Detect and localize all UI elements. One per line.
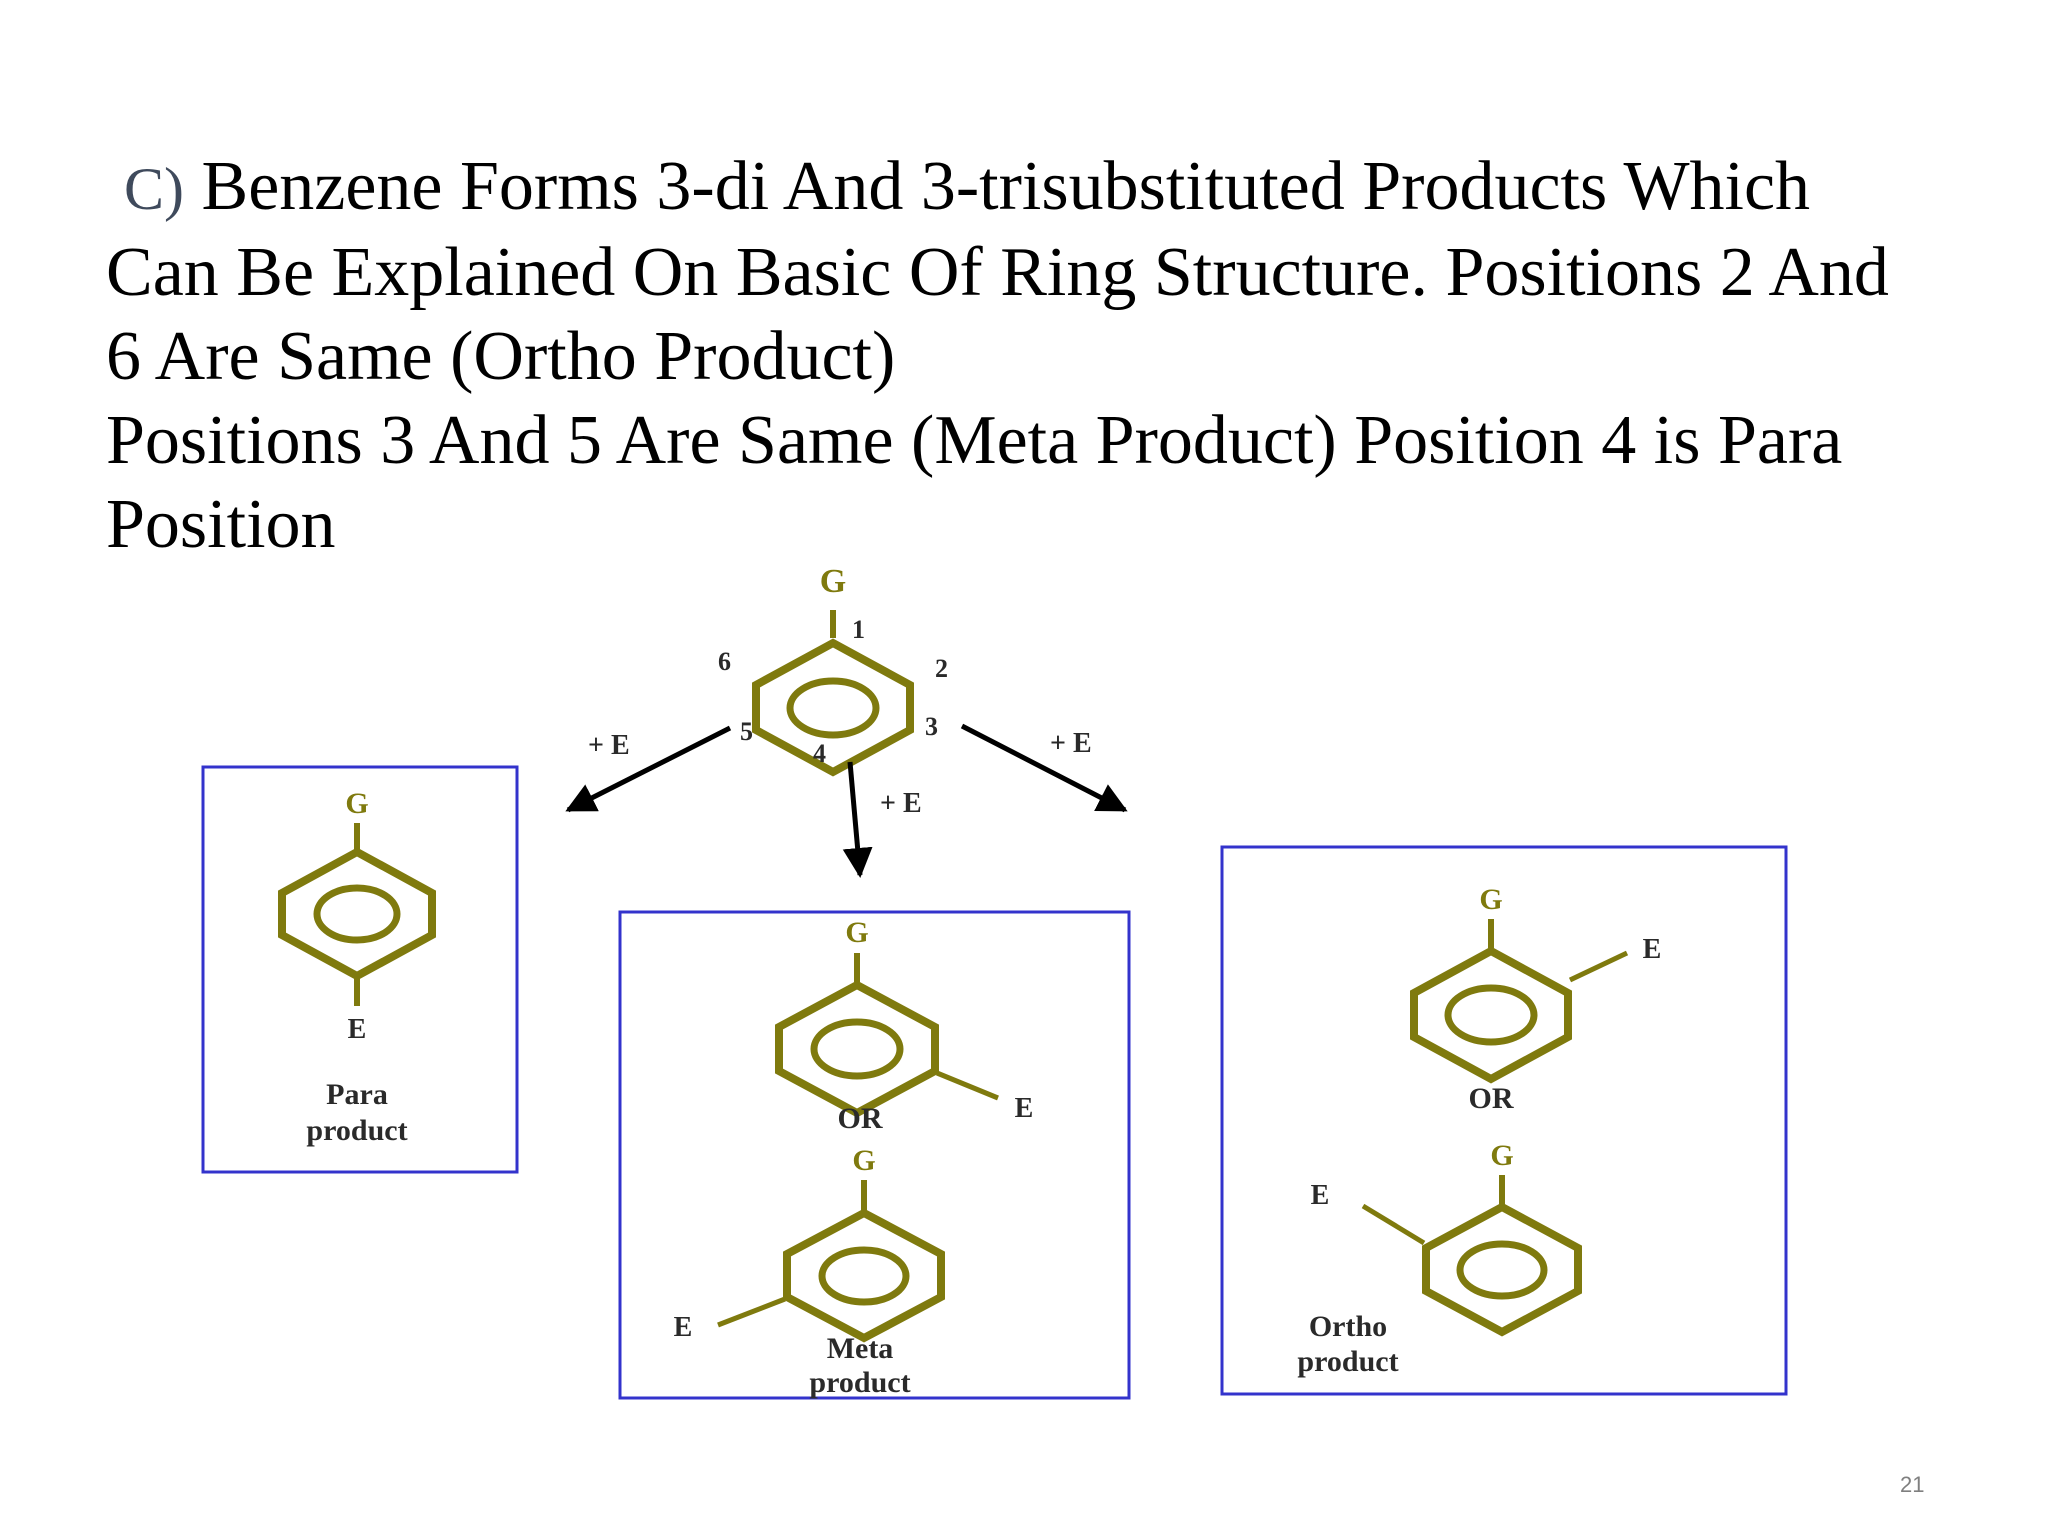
text-line-1-content: Benzene Forms 3-di And 3-trisubstituted … (201, 148, 1811, 225)
reactant-structure: G 1 2 3 4 5 6 (718, 563, 948, 777)
para-box-frame (201, 765, 519, 1174)
ortho-bottom-bond-e (1361, 1203, 1426, 1246)
ortho-top-bond-e (1568, 950, 1629, 983)
para-group-label: G (345, 787, 368, 820)
position-2-label: 2 (935, 654, 948, 683)
arrow-left-label: + E (588, 730, 630, 761)
para-ring-circle (313, 884, 401, 944)
meta-top-ring-circle (810, 1018, 904, 1080)
ortho-caption-line-1: Ortho (1309, 1310, 1387, 1343)
reactant-ring-circle (786, 677, 880, 739)
slide-page-number: 21 (1900, 1472, 1925, 1497)
ortho-bottom-ring-circle (1456, 1240, 1548, 1300)
reactant-group-label: G (820, 563, 846, 600)
text-line-3: 6 Are Same (Ortho Product) (106, 318, 896, 395)
meta-top-electrophile-label: E (1015, 1093, 1034, 1124)
text-line-1: C) Benzene Forms 3-di And 3-trisubstitut… (106, 145, 1966, 231)
ortho-box-frame (1220, 845, 1788, 1396)
meta-product-box: G E OR G E Meta product (618, 910, 1131, 1400)
reaction-arrows: + E + E + E (565, 723, 1128, 878)
arrow-middle-label: + E (880, 788, 922, 819)
ortho-bottom-ring (1422, 1202, 1582, 1337)
meta-top-bond-e (936, 1070, 999, 1101)
ortho-product-box: G E OR G E Ortho product (1220, 845, 1788, 1396)
para-electrophile-label: E (348, 1014, 367, 1045)
arrow-right-label: + E (1050, 728, 1092, 759)
meta-bottom-bond-e (717, 1296, 786, 1328)
meta-top-group-label: G (845, 916, 868, 949)
ortho-bottom-group-label: G (1490, 1139, 1513, 1172)
position-1-label: 1 (852, 615, 865, 644)
para-product-box: G E Para product (201, 765, 519, 1174)
ortho-top-ring-circle (1444, 984, 1538, 1046)
text-line-5: Position (106, 486, 336, 563)
position-4-label: 4 (813, 739, 826, 768)
ortho-bottom-electrophile-label: E (1311, 1180, 1330, 1211)
position-3-label: 3 (925, 712, 938, 741)
meta-caption-line-1: Meta (827, 1332, 894, 1365)
arrow-to-para (565, 725, 732, 813)
ortho-top-group-label: G (1479, 883, 1502, 916)
ortho-top-electrophile-label: E (1643, 934, 1662, 965)
reactant-ring (752, 638, 914, 777)
meta-or-label: OR (838, 1102, 883, 1135)
meta-bottom-group-label: G (852, 1144, 875, 1177)
para-caption-line-2: product (306, 1114, 407, 1147)
slide-body-text: C) Benzene Forms 3-di And 3-trisubstitut… (106, 145, 1966, 567)
meta-top-ring (775, 980, 939, 1118)
position-5-label: 5 (740, 717, 753, 746)
ortho-caption-line-2: product (1297, 1345, 1398, 1378)
meta-bottom-ring-circle (818, 1246, 910, 1306)
meta-box-frame (618, 910, 1131, 1400)
text-line-2: Can Be Explained On Basic Of Ring Struct… (106, 234, 1889, 311)
para-caption-line-1: Para (326, 1078, 388, 1111)
text-line-4: Positions 3 And 5 Are Same (Meta Product… (106, 402, 1843, 479)
meta-caption-line-2: product (809, 1366, 910, 1399)
ortho-or-label: OR (1469, 1082, 1514, 1115)
list-marker: C) (124, 156, 184, 222)
arrow-to-meta (842, 761, 873, 878)
position-6-label: 6 (718, 647, 731, 676)
para-ring (278, 847, 436, 981)
meta-bottom-electrophile-label: E (674, 1312, 693, 1343)
arrow-to-ortho (960, 723, 1128, 813)
meta-bottom-ring (783, 1208, 945, 1343)
ortho-top-ring (1410, 946, 1572, 1084)
